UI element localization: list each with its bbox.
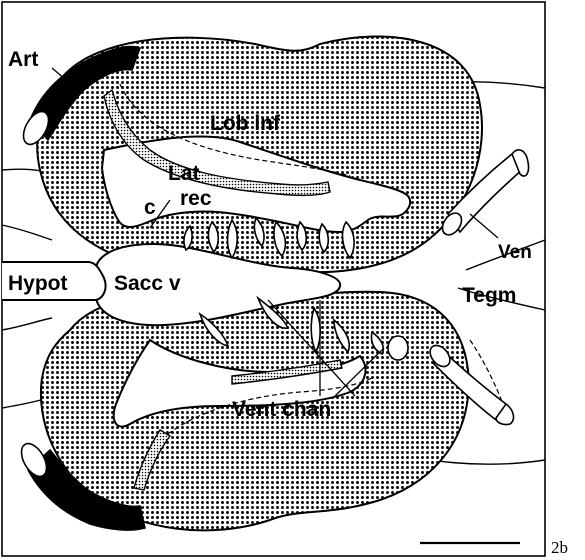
label-sacc-v: Sacc v [114,272,181,295]
label-vent-chan: Vent chan [232,398,331,421]
label-rec: rec [180,187,212,210]
label-hypot: Hypot [8,272,68,295]
label-c: c [144,196,156,219]
label-lat: Lat [168,162,200,185]
figure-number: 2b [551,538,568,557]
label-ven: Ven [498,242,532,263]
label-lob-inf: Lob inf [210,112,281,135]
label-tegm: Tegm [462,284,516,307]
label-art: Art [8,48,38,71]
